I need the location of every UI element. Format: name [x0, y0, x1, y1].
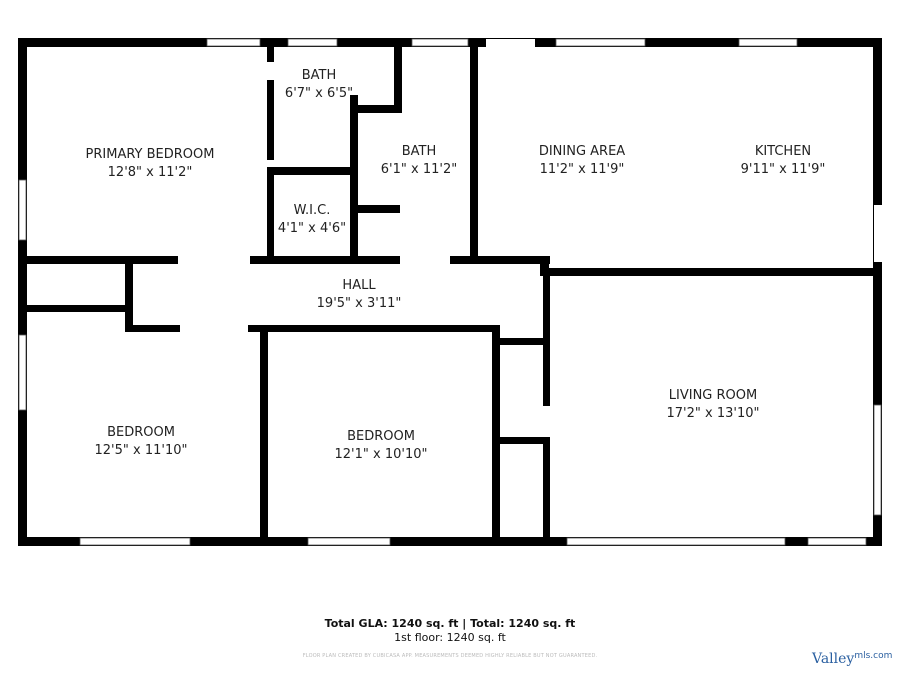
wall [267, 47, 274, 62]
wall [18, 38, 27, 546]
wall [267, 167, 352, 175]
wall [125, 262, 133, 332]
room-bath-2: BATH 6'1" x 11'2" [381, 143, 457, 179]
valley-mls-logo: Valleymls.com [812, 650, 892, 668]
wall [495, 437, 548, 444]
room-name: LIVING ROOM [668, 388, 758, 403]
room-bedroom-2: BEDROOM 12'1" x 10'10" [335, 428, 428, 464]
room-name: BATH [401, 144, 437, 159]
room-name: BATH [301, 68, 337, 83]
room-living-room: LIVING ROOM 17'2" x 13'10" [667, 387, 760, 423]
room-bath-1: BATH 6'7" x 6'5" [285, 67, 353, 103]
wall [125, 325, 180, 332]
room-hall: HALL 19'5" x 3'11" [317, 277, 402, 313]
wall [267, 175, 274, 262]
window [307, 537, 391, 546]
room-dining-area: DINING AREA 11'2" x 11'9" [539, 143, 625, 179]
wall [250, 256, 400, 264]
room-size: 12'8" x 11'2" [107, 165, 193, 180]
wall [394, 47, 402, 112]
room-kitchen: KITCHEN 9'11" x 11'9" [741, 143, 826, 179]
wall [470, 47, 478, 262]
wall [355, 205, 400, 213]
room-size: 11'2" x 11'9" [539, 162, 625, 177]
room-name: PRIMARY BEDROOM [85, 147, 215, 162]
wall [543, 437, 550, 537]
room-size: 12'5" x 11'10" [94, 443, 188, 458]
window [18, 334, 27, 411]
room-name: W.I.C. [293, 203, 331, 218]
window [873, 404, 882, 516]
doorway-opening [874, 205, 882, 262]
window [18, 179, 27, 241]
room-size: 6'1" x 11'2" [380, 162, 458, 177]
room-name: BEDROOM [347, 429, 415, 444]
window [738, 38, 798, 47]
room-wic: W.I.C. 4'1" x 4'6" [278, 202, 346, 238]
room-size: 19'5" x 3'11" [316, 296, 402, 311]
wall [260, 332, 268, 537]
logo-text: Valley [812, 651, 855, 667]
wall [18, 537, 882, 546]
room-size: 12'1" x 10'10" [334, 447, 428, 462]
wall [873, 38, 882, 546]
wall [267, 80, 274, 160]
wall [27, 305, 125, 312]
room-name: BEDROOM [107, 425, 175, 440]
room-name: KITCHEN [754, 144, 812, 159]
window [287, 38, 338, 47]
wall [540, 268, 882, 276]
room-bedroom-1: BEDROOM 12'5" x 11'10" [95, 424, 188, 460]
window [206, 38, 261, 47]
total-area: Total GLA: 1240 sq. ft | Total: 1240 sq.… [324, 617, 576, 630]
window [79, 537, 191, 546]
wall [492, 332, 500, 537]
wall [350, 95, 358, 262]
window [807, 537, 867, 546]
window [411, 38, 469, 47]
room-size: 4'1" x 4'6" [277, 221, 347, 236]
room-name: HALL [342, 278, 376, 293]
room-name: DINING AREA [538, 144, 626, 159]
wall [450, 256, 550, 264]
disclaimer: FLOOR PLAN CREATED BY CUBICASA APP. MEAS… [302, 653, 598, 659]
window [555, 38, 646, 47]
logo-suffix: mls.com [854, 651, 893, 661]
wall [248, 325, 500, 332]
wall [18, 256, 178, 264]
room-size: 9'11" x 11'9" [740, 162, 826, 177]
window [566, 537, 786, 546]
wall [352, 105, 402, 113]
floor-area: 1st floor: 1240 sq. ft [394, 631, 506, 644]
doorway-opening [486, 39, 535, 47]
room-primary-bedroom: PRIMARY BEDROOM 12'8" x 11'2" [86, 146, 215, 182]
room-size: 6'7" x 6'5" [284, 86, 354, 101]
wall [543, 276, 550, 406]
room-size: 17'2" x 13'10" [666, 406, 760, 421]
wall [495, 338, 548, 345]
